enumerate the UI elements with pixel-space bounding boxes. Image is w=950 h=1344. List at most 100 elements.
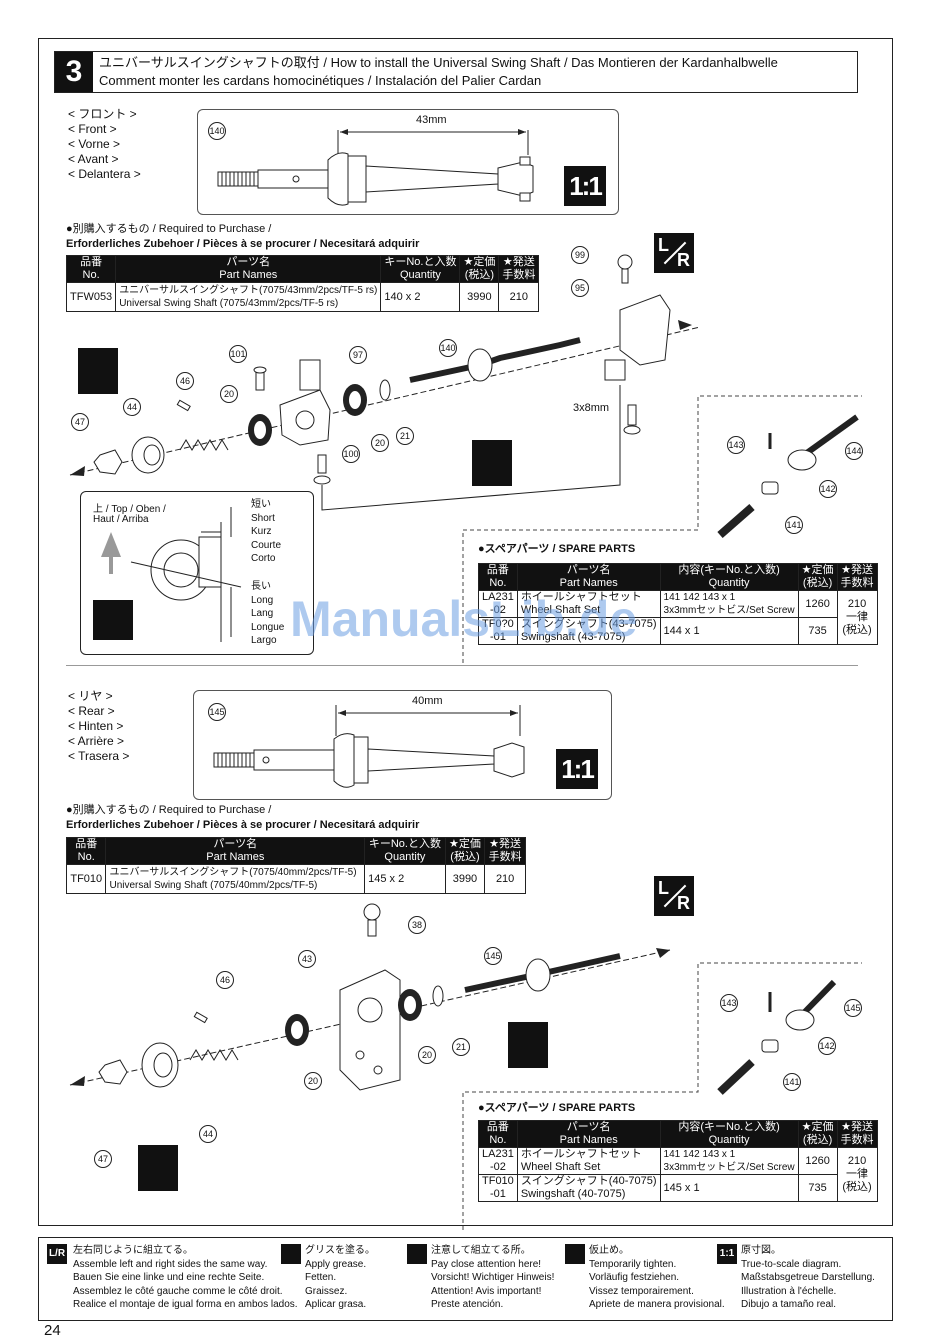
part-callout: 47	[94, 1150, 112, 1168]
quantity: 145 x 2	[364, 864, 446, 894]
part-callout: 20	[418, 1046, 436, 1064]
front-shaft-drawing	[217, 129, 534, 206]
part-callout: 144	[845, 442, 863, 460]
step-title-line2: Comment monter les cardans homocinétique…	[99, 73, 542, 88]
rear-shaft-drawing	[213, 705, 525, 788]
part-name: ユニバーサルスイングシャフト(7075/40mm/2pcs/TF-5)Unive…	[105, 864, 366, 894]
part-callout: 145	[484, 947, 502, 965]
direction-label: < Arrière >	[68, 734, 125, 748]
col-header: ★発送手数料	[498, 255, 540, 283]
part-callout: 142	[818, 1037, 836, 1055]
direction-label: < Rear >	[68, 704, 115, 718]
temporary-tighten-icon	[565, 1244, 585, 1264]
col-header: ★定価(税込)	[444, 837, 486, 865]
part-callout: 20	[304, 1072, 322, 1090]
part-callout: 142	[819, 480, 837, 498]
part-callout: 99	[571, 246, 589, 264]
rear-exploded-diagram	[69, 903, 671, 1091]
legend-item: グリスを塗る。Apply grease.Fetten.Graissez.Apli…	[305, 1245, 375, 1310]
part-name: スイングシャフト(40-7075)Swingshaft (40-7075)	[516, 1174, 661, 1202]
price: 735	[797, 1174, 838, 1202]
legend-box: L/R 左右同じように組立てる。Assemble left and right …	[38, 1237, 893, 1321]
step-number: 3	[55, 52, 93, 92]
direction-label: < Trasera >	[68, 749, 130, 763]
direction-label: < リヤ >	[68, 689, 113, 703]
rear-shaft-panel: 145 40mm 1:1	[193, 690, 612, 800]
front-shaft-panel: 140 43mm 1:1	[197, 109, 619, 215]
dimension-label: 40mm	[412, 695, 443, 707]
part-callout: 38	[408, 916, 426, 934]
grease-icon	[281, 1244, 301, 1264]
part-callout: 140	[439, 339, 457, 357]
page-number: 24	[44, 1322, 61, 1339]
part-callout: 95	[571, 279, 589, 297]
required-title: ●別購入するもの / Required to Purchase /	[66, 804, 272, 816]
attention-icon	[407, 1244, 427, 1264]
dimension-label: 43mm	[416, 114, 447, 126]
part-name: スイングシャフト(43-7075)Swingshaft (43-7075)	[516, 617, 661, 645]
part-number: LA231-02	[478, 590, 518, 618]
part-callout: 140	[208, 122, 226, 140]
front-required-title: ●別購入するもの / Required to Purchase / Erford…	[66, 222, 419, 252]
part-callout: 143	[727, 436, 745, 454]
part-callout: 143	[720, 994, 738, 1012]
grease-icon	[472, 440, 512, 486]
part-callout: 20	[220, 385, 238, 403]
part-callout: 46	[216, 971, 234, 989]
part-callout: 145	[208, 703, 226, 721]
top-label: 上 / Top / Oben /	[93, 504, 166, 515]
part-callout: 46	[176, 372, 194, 390]
quantity: 144 x 1	[659, 617, 799, 645]
col-header: ★発送手数料	[484, 837, 526, 865]
table-row: TF0?0-01 スイングシャフト(43-7075)Swingshaft (43…	[478, 617, 878, 645]
required-title: ●別購入するもの / Required to Purchase /	[66, 223, 272, 235]
required-subtitle: Erforderliches Zubehoer / Pièces à se pr…	[66, 819, 420, 831]
direction-label: < Hinten >	[68, 719, 124, 733]
quantity: 140 x 2	[380, 282, 461, 312]
legend-item: 原寸図。True-to-scale diagram.Maßstabsgetreu…	[741, 1245, 875, 1310]
col-header: 内容(キーNo.と入数)Quantity	[659, 563, 799, 591]
col-header: ★定価(税込)	[459, 255, 500, 283]
quantity: 145 x 1	[659, 1174, 799, 1202]
left-right-icon: L/R	[47, 1244, 67, 1264]
scale-1-1-icon: 1:1	[556, 749, 598, 789]
front-direction-labels: < フロント > < Front > < Vorne > < Avant > <…	[68, 107, 141, 182]
part-callout: 20	[371, 434, 389, 452]
part-name: ユニバーサルスイングシャフト(7075/43mm/2pcs/TF-5 rs)Un…	[115, 282, 382, 312]
price: 1260	[797, 590, 838, 618]
part-callout: 101	[229, 345, 247, 363]
legend-item: 仮止め。Temporarily tighten.Vorläufig festzi…	[589, 1245, 725, 1310]
col-header: ★発送手数料	[836, 1120, 878, 1148]
col-header: ★定価(税込)	[797, 1120, 838, 1148]
scale-1-1-icon: 1:1	[564, 166, 606, 206]
part-callout: 21	[452, 1038, 470, 1056]
table-row: TF010 ユニバーサルスイングシャフト(7075/40mm/2pcs/TF-5…	[65, 864, 526, 894]
part-callout: 21	[396, 427, 414, 445]
legend-item: 注意して組立てる所。Pay close attention here!Vorsi…	[431, 1245, 555, 1310]
part-number: LA231-02	[478, 1147, 518, 1175]
part-number: TFW053	[65, 282, 117, 312]
direction-label: < Delantera >	[68, 167, 141, 181]
col-header: ★発送手数料	[836, 563, 878, 591]
direction-label: < Avant >	[68, 152, 119, 166]
watermark: ManualsLib.de	[290, 591, 638, 647]
part-callout: 100	[342, 445, 360, 463]
